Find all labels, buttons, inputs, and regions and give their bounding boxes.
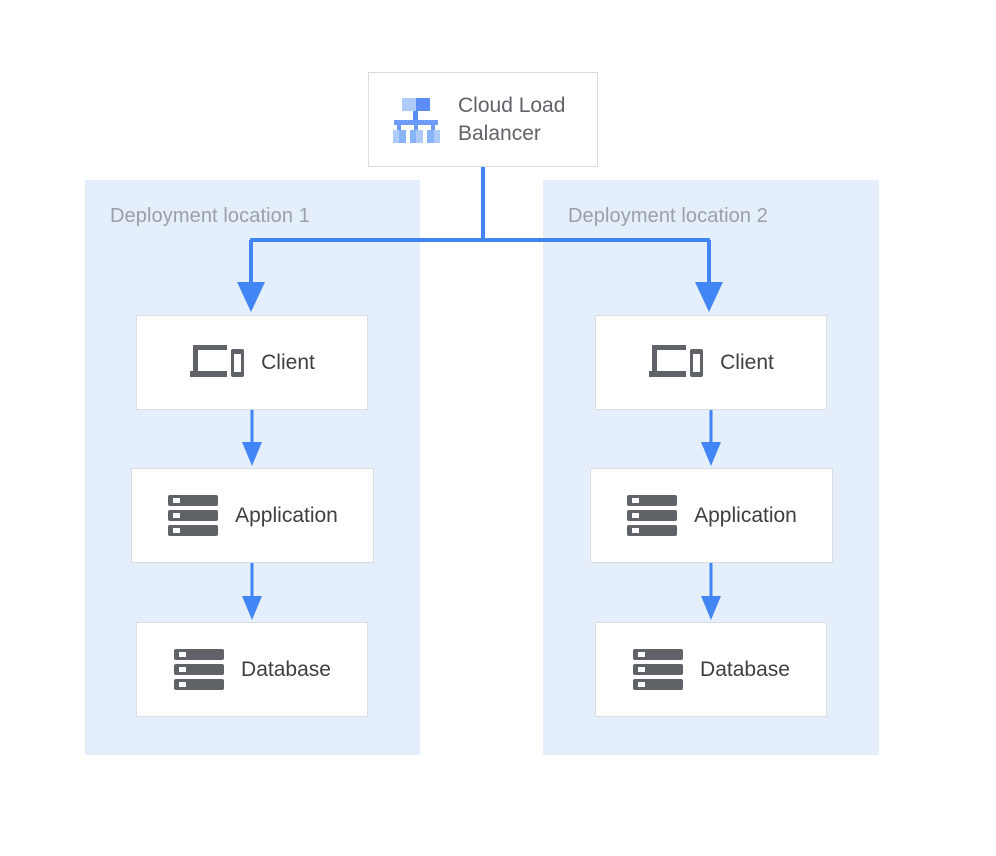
node-application-zone-2[interactable]: Application: [590, 468, 833, 563]
deployment-zone-1-label: Deployment location 1: [110, 205, 310, 227]
server-stack-icon: [633, 648, 684, 690]
node-application-zone-2-label: Application: [694, 503, 797, 527]
node-application-zone-1[interactable]: Application: [131, 468, 374, 563]
node-database-zone-2[interactable]: Database: [595, 622, 827, 717]
server-stack-icon: [174, 648, 225, 690]
node-database-zone-2-label: Database: [700, 657, 790, 681]
node-database-zone-1-label: Database: [241, 657, 331, 681]
deployment-zone-2-label: Deployment location 2: [568, 205, 768, 227]
node-client-zone-1[interactable]: Client: [136, 315, 368, 410]
node-cloud-load-balancer[interactable]: Cloud Load Balancer: [368, 72, 598, 167]
node-cloud-load-balancer-label: Cloud Load Balancer: [458, 94, 566, 145]
node-client-zone-2[interactable]: Client: [595, 315, 827, 410]
node-database-zone-1[interactable]: Database: [136, 622, 368, 717]
server-stack-icon: [627, 494, 678, 536]
devices-icon: [190, 344, 245, 377]
node-application-zone-1-label: Application: [235, 503, 338, 527]
devices-icon: [649, 344, 704, 377]
node-client-zone-2-label: Client: [720, 350, 774, 374]
server-stack-icon: [168, 494, 219, 536]
hierarchy-tree-icon: [393, 97, 440, 143]
node-client-zone-1-label: Client: [261, 350, 315, 374]
